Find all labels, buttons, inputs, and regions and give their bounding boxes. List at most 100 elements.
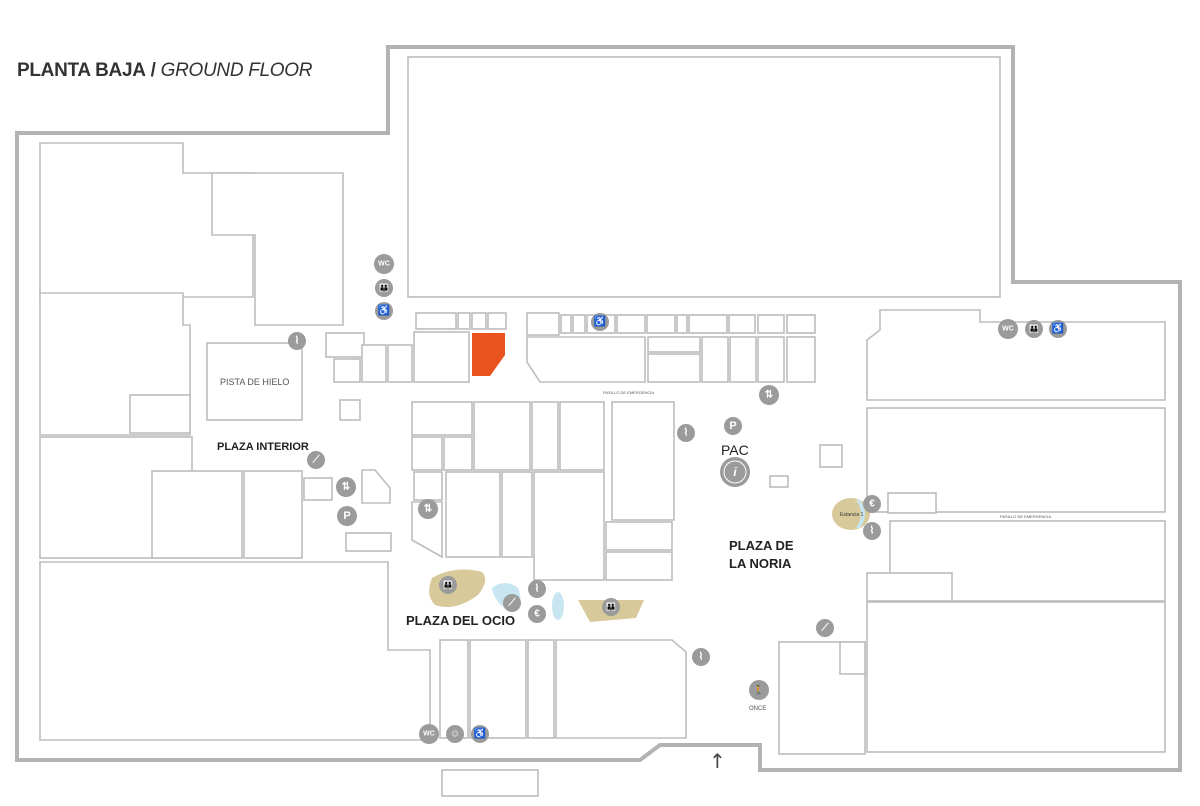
- kiosk[interactable]: [769, 475, 789, 488]
- shop[interactable]: [413, 331, 470, 383]
- stairs-icon[interactable]: ⌇: [288, 332, 306, 350]
- shop[interactable]: [757, 314, 785, 334]
- svg-text:€: €: [869, 499, 875, 510]
- shop[interactable]: [701, 336, 729, 383]
- shop[interactable]: [501, 471, 533, 558]
- shop[interactable]: [487, 312, 507, 330]
- shop[interactable]: [439, 639, 469, 739]
- label-pasillo-emergencia: PASILLO DE EMERGENCIA: [603, 390, 654, 395]
- shop[interactable]: [647, 353, 701, 383]
- shop[interactable]: [887, 492, 937, 514]
- escalator-icon[interactable]: ⟋: [816, 619, 834, 637]
- highlighted-shop[interactable]: [472, 333, 505, 376]
- svg-text:⟋: ⟋: [312, 454, 321, 466]
- shop[interactable]: [445, 471, 501, 558]
- elevator-icon[interactable]: ⇅: [759, 385, 779, 405]
- parking-icon[interactable]: P: [724, 417, 742, 435]
- shop[interactable]: [333, 358, 361, 383]
- shop[interactable]: [560, 314, 572, 334]
- shop[interactable]: [471, 312, 487, 330]
- shop[interactable]: [443, 436, 473, 471]
- shops: [39, 56, 1166, 797]
- shop[interactable]: [415, 312, 457, 330]
- escalator-icon[interactable]: ⟋: [307, 451, 325, 469]
- shop[interactable]: [757, 336, 785, 383]
- shop[interactable]: [555, 639, 687, 739]
- shop[interactable]: [407, 56, 1001, 298]
- shop[interactable]: [469, 639, 527, 739]
- shop[interactable]: [605, 521, 673, 551]
- shop[interactable]: [728, 314, 756, 334]
- shop[interactable]: [605, 551, 673, 581]
- elevator-icon[interactable]: ⇅: [418, 499, 438, 519]
- wc-icon[interactable]: WC: [998, 319, 1018, 339]
- shop[interactable]: [533, 471, 605, 581]
- baby-icon[interactable]: ☺: [446, 725, 464, 743]
- elevator-icon[interactable]: ⇅: [336, 477, 356, 497]
- kiosk[interactable]: [303, 477, 333, 501]
- euro-icon[interactable]: €: [528, 605, 546, 623]
- shop[interactable]: [866, 309, 1166, 401]
- shop[interactable]: [325, 332, 365, 358]
- kiosk[interactable]: [339, 399, 361, 421]
- shop[interactable]: [39, 561, 431, 741]
- ice-rink[interactable]: [206, 342, 303, 421]
- shop[interactable]: [211, 172, 344, 326]
- shop[interactable]: [646, 314, 676, 334]
- shop[interactable]: [361, 344, 387, 383]
- shop[interactable]: [151, 470, 243, 559]
- kiosk[interactable]: [819, 444, 843, 468]
- shop[interactable]: [411, 436, 443, 471]
- euro-icon[interactable]: €: [863, 495, 881, 513]
- shop[interactable]: [559, 401, 605, 471]
- accessible-icon[interactable]: ♿: [471, 725, 489, 743]
- shop[interactable]: [786, 314, 816, 334]
- shop[interactable]: [676, 314, 688, 334]
- parking-icon[interactable]: P: [337, 506, 357, 526]
- shop[interactable]: [866, 601, 1166, 753]
- shop[interactable]: [526, 336, 646, 383]
- shop[interactable]: [531, 401, 559, 471]
- shop[interactable]: [688, 314, 728, 334]
- shop[interactable]: [786, 336, 816, 383]
- shop[interactable]: [839, 641, 866, 675]
- kiosk[interactable]: [361, 469, 391, 504]
- shop[interactable]: [866, 572, 953, 602]
- accessible-icon[interactable]: ♿: [591, 313, 609, 331]
- label-pasillo-emergencia: PASILLO DE EMERGENCIA: [1000, 514, 1051, 519]
- svg-text:P: P: [343, 510, 350, 522]
- shop[interactable]: [729, 336, 757, 383]
- kiosk[interactable]: [345, 532, 392, 552]
- shop[interactable]: [526, 312, 560, 336]
- shop[interactable]: [647, 336, 701, 353]
- shop[interactable]: [473, 401, 531, 471]
- escalator-icon[interactable]: ⟋: [503, 594, 521, 612]
- stairs-icon[interactable]: ⌇: [677, 424, 695, 442]
- shop[interactable]: [243, 470, 303, 559]
- shop[interactable]: [527, 639, 555, 739]
- stairs-icon[interactable]: ⌇: [692, 648, 710, 666]
- family-icon[interactable]: 👪: [375, 279, 393, 297]
- stairs-icon[interactable]: ⌇: [528, 580, 546, 598]
- stairs-icon[interactable]: ⌇: [863, 522, 881, 540]
- walker-icon[interactable]: 🚶: [749, 680, 769, 700]
- info-icon[interactable]: i: [720, 457, 750, 487]
- accessible-icon[interactable]: ♿: [1049, 320, 1067, 338]
- svg-text:€: €: [534, 609, 540, 620]
- shop[interactable]: [572, 314, 586, 334]
- svg-text:👪: 👪: [1029, 324, 1039, 334]
- shop[interactable]: [129, 394, 191, 434]
- shop[interactable]: [457, 312, 471, 330]
- shop[interactable]: [441, 769, 539, 797]
- shop[interactable]: [413, 471, 443, 501]
- wc-icon[interactable]: WC: [419, 724, 439, 744]
- family-icon[interactable]: 👪: [1025, 320, 1043, 338]
- shop[interactable]: [411, 401, 473, 436]
- family-icon[interactable]: 👪: [602, 598, 620, 616]
- shop[interactable]: [611, 401, 675, 521]
- shop[interactable]: [616, 314, 646, 334]
- shop[interactable]: [387, 344, 413, 383]
- family-icon[interactable]: 👪: [439, 576, 457, 594]
- wc-icon[interactable]: WC: [374, 254, 394, 274]
- accessible-icon[interactable]: ♿: [375, 302, 393, 320]
